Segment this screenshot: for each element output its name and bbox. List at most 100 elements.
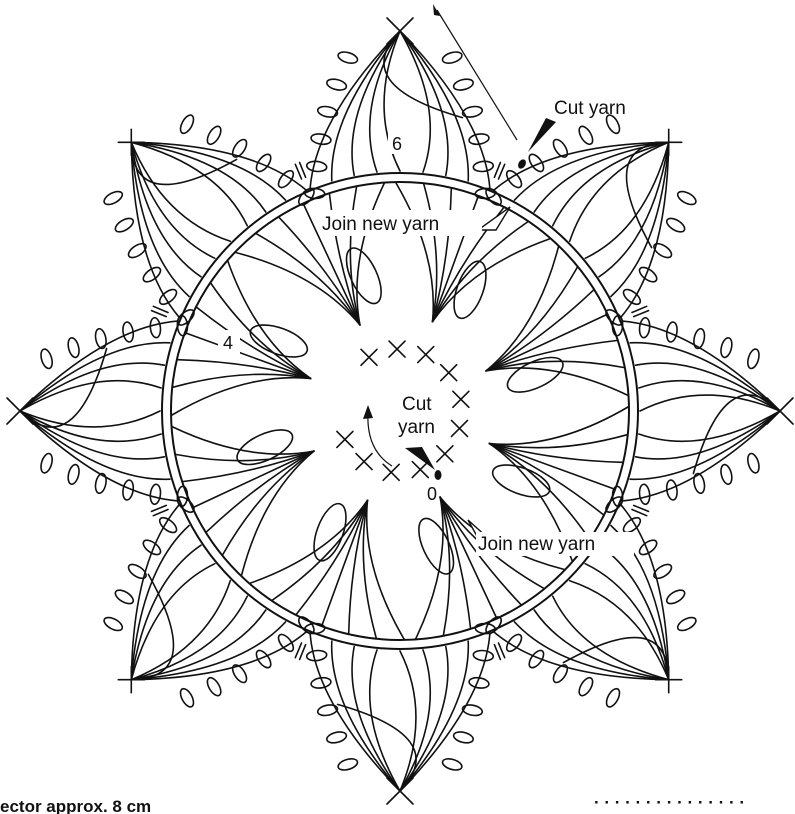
inner-petal-loop [232,423,297,472]
petal-fan-line [310,31,400,189]
inner-fan-line [486,268,577,371]
cut-yarn-triangle-outer [528,118,556,152]
sc-cross-mark [387,18,413,44]
chain-oval [639,484,651,505]
chain-oval [676,189,698,207]
chain-oval [66,463,81,485]
inner-fan-line [257,234,360,325]
chain-oval [462,703,484,717]
chain-oval [113,587,135,606]
chain-oval [39,452,54,474]
sc-plus-mark [656,129,682,155]
petal-fan-line [400,634,490,792]
chain-oval [306,160,327,172]
petal-fan-line [494,632,669,680]
chain-oval [473,650,494,662]
petal-fan-line [131,142,306,190]
chain-oval [719,337,734,359]
join-dot-outer [516,158,527,170]
petal-fan-line [131,564,215,680]
petal-fan-line [20,343,170,411]
inner-fan-line [176,451,314,461]
petal-fan-line [332,641,400,791]
petal-fan-line [131,142,179,317]
chain-oval [126,241,148,260]
join-new-yarn-label-inner: Join new yarn [478,534,595,555]
footer-caption: ector approx. 8 cm [0,797,151,814]
inner-fan-line [440,497,450,635]
petal-fan-line [621,505,669,680]
chain-oval [526,648,546,670]
petal-fan-line [553,596,669,680]
cut-label-center: Cut [402,394,432,415]
chain-oval [462,105,484,119]
chain-oval [178,113,196,135]
chain-oval [639,317,651,338]
chain-oval [310,676,331,689]
chain-oval [141,537,163,557]
inner-fan-line [186,333,311,379]
petal-fan-line [20,321,178,411]
chain-oval [149,317,161,338]
chain-oval [205,124,224,146]
chain-oval [102,189,124,207]
chain-oval [665,479,678,500]
chain-oval [551,137,570,159]
start-mark-zero: 0 [427,484,437,504]
chain-oval [317,703,339,717]
sc-cross-mark [767,398,793,424]
petal-fan-line [585,564,669,680]
inner-petal-loop [412,514,461,579]
chain-oval [652,562,674,581]
chain-oval [66,337,81,359]
chain-oval [746,348,761,370]
chain-oval [310,133,331,146]
chain-oval [441,50,463,65]
chain-oval [326,77,348,92]
petal-fan-line [553,142,669,226]
petal-fan-line [131,142,215,258]
chain-oval [692,328,706,350]
center-x-stitch [361,349,377,365]
outer-direction-arrow [433,4,517,140]
petal-fan-line [623,321,781,411]
petal-fan-line [630,411,780,479]
inner-fan-line [350,187,360,325]
petal-fan-line [131,632,306,680]
cut-yarn-triangle-center [405,447,435,470]
join-yarn-pointer-outer [478,207,510,230]
yarn-label-center: yarn [398,417,435,438]
chain-oval [452,730,474,745]
chain-oval [576,676,595,698]
chain-oval [141,265,163,285]
round-number-4: 4 [223,333,233,353]
petal-fan-line [400,641,468,791]
chain-oval [122,479,135,500]
join-dot-center [435,470,442,480]
chain-oval [637,265,659,285]
chain-oval [692,473,706,495]
chain-oval [326,730,348,745]
petal-fan-line [20,411,178,501]
chain-oval [665,216,687,235]
inner-fan-line [489,444,614,490]
petal-fan-line [623,411,781,501]
inner-fan-line [433,222,528,322]
chain-oval [676,615,698,633]
chain-oval [652,241,674,260]
petal-fan-line [400,31,490,189]
chain-oval [468,676,489,689]
inner-fan-line [489,407,628,444]
sc-plus-mark [118,667,144,693]
inner-petal-loop [503,350,568,399]
chain-oval [230,137,249,159]
sc-cross-mark [387,778,413,804]
inner-petal-loop [339,243,388,308]
petal-fan-line [630,343,780,411]
chain-oval [254,152,274,174]
chain-oval [337,757,359,772]
petal-fan-line [131,596,247,680]
chain-oval [230,663,249,685]
sc-cross-mark [7,398,33,424]
